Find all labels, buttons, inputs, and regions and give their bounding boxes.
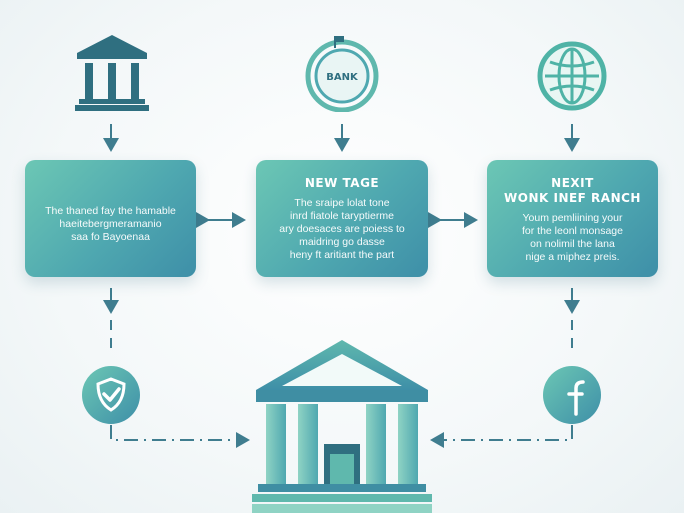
arrow-bottom-left-to-bank: [110, 425, 250, 448]
card-right-line: on nolimil the lana: [530, 238, 615, 250]
arrow-bottom-right-to-bank: [430, 425, 573, 448]
card-right: NEXIT WONK INEF RANCH Youm pemliining yo…: [487, 160, 658, 277]
card-left-line: saa fo Bayoenaa: [71, 231, 150, 243]
card-middle-line: The sraipe lolat tone: [294, 197, 390, 209]
card-middle-body: The sraipe lolat tone inrd fiatole taryp…: [266, 197, 418, 262]
card-right-title-line: NEXIT: [551, 176, 594, 190]
card-left-line: The thaned fay the hamable: [45, 205, 176, 217]
card-right-line: Youm pemliining your: [522, 212, 623, 224]
card-left-line: haeitebergmeramanio: [59, 218, 162, 230]
bank-coin-icon: BANK: [305, 36, 379, 112]
bank-coin-label: BANK: [326, 72, 359, 83]
bank-building-icon: [75, 35, 149, 111]
card-middle-line: inrd fiatole taryptierme: [290, 210, 394, 222]
card-left: The thaned fay the hamable haeitebergmer…: [25, 160, 196, 277]
check-shield-icon: [82, 366, 140, 424]
card-middle-line: ary doesaces are poiess to: [279, 223, 405, 235]
facebook-icon: [543, 366, 601, 424]
card-right-line: for the leonl monsage: [522, 225, 623, 237]
card-middle-line: heny ft aritiant the part: [289, 249, 395, 261]
card-left-body: The thaned fay the hamable haeitebergmer…: [35, 205, 186, 244]
card-right-line: nige a miphez preis.: [525, 251, 620, 263]
bank-building-large-icon: [252, 340, 432, 513]
card-right-body: Youm pemliining your for the leonl monsa…: [497, 212, 648, 264]
card-middle-line: maidring go dasse: [299, 236, 385, 248]
card-middle-title: NEW TAGE: [304, 176, 380, 190]
card-middle: NEW TAGE The sraipe lolat tone inrd fiat…: [256, 160, 428, 277]
card-right-title-line: WONK INEF RANCH: [504, 191, 641, 205]
globe-icon: [537, 41, 607, 111]
card-right-title: NEXIT WONK INEF RANCH: [497, 176, 648, 206]
